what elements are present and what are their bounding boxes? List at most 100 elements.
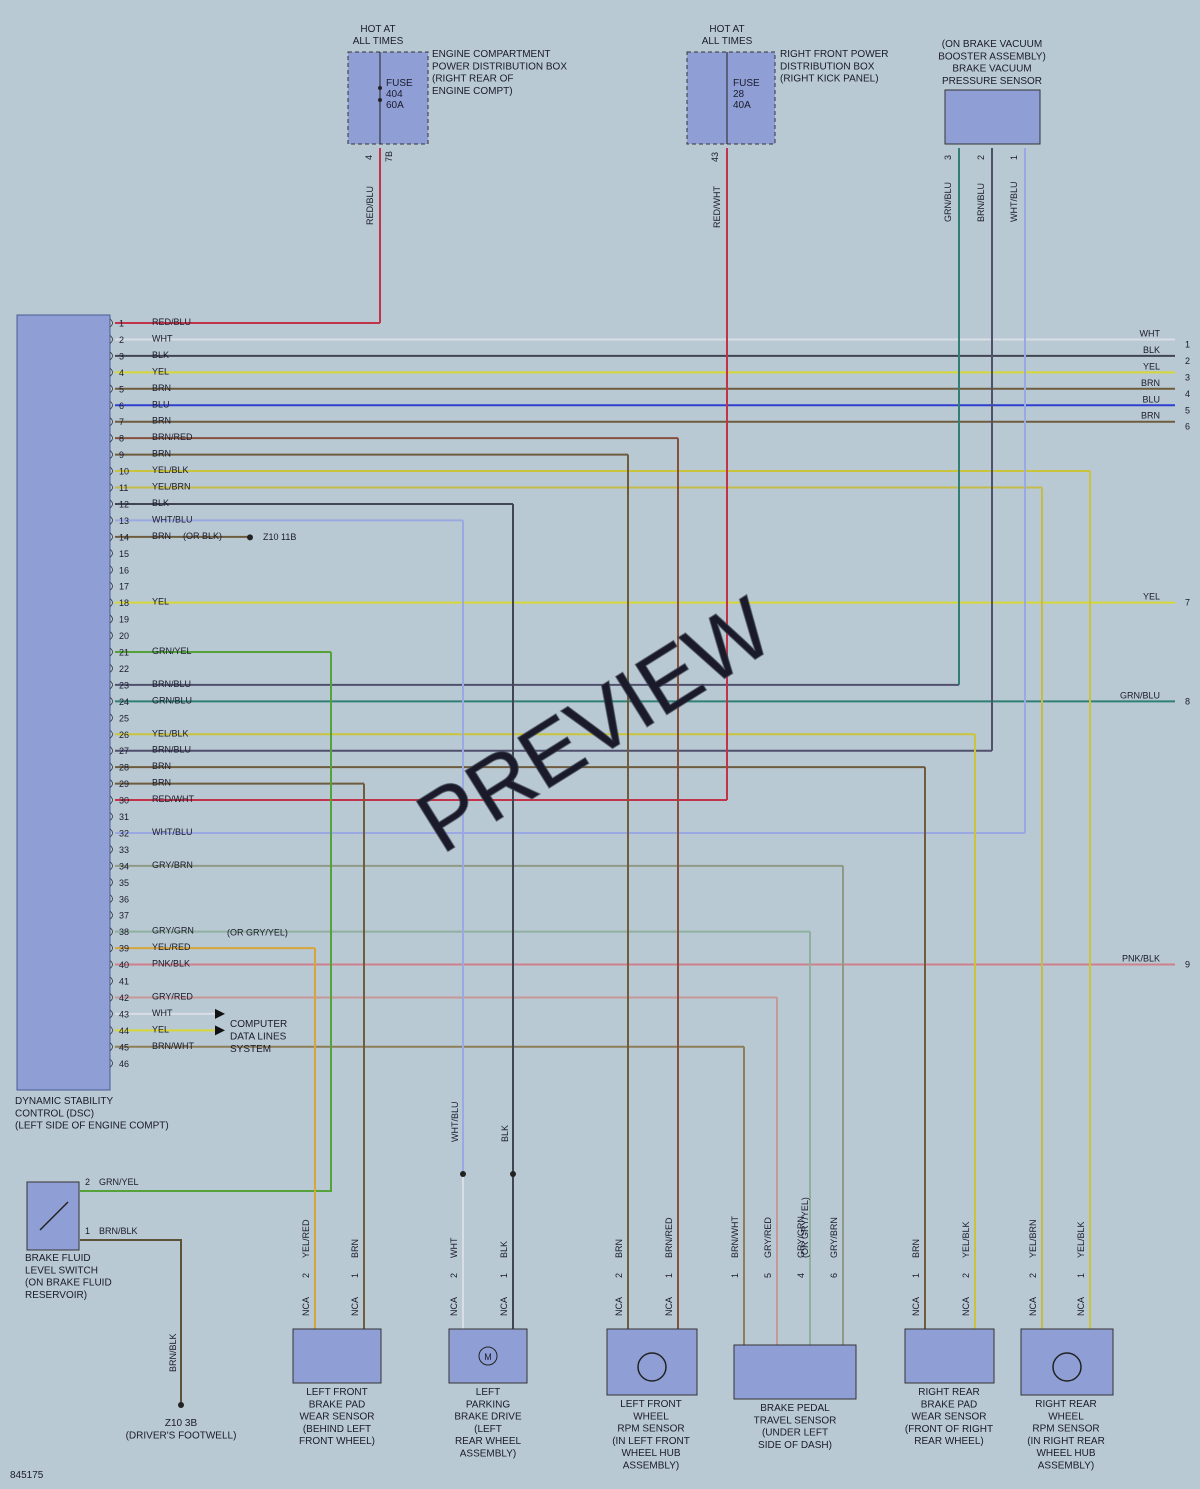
rr-pad-label-line: REAR WHEEL): [914, 1436, 983, 1447]
lf-rpm-pin: 2: [614, 1273, 624, 1278]
lf-pad-label-line: WEAR SENSOR: [299, 1412, 374, 1423]
dsc-pin-connector: [109, 762, 113, 772]
rr-pad-label-line: BRAKE PAD: [921, 1399, 978, 1410]
dsc-pin-wire-label: GRN/YEL: [152, 646, 192, 656]
dsc-pin-number: 10: [119, 467, 129, 477]
dsc-pin-number: 6: [119, 401, 124, 411]
dsc-pin-connector: [109, 943, 113, 953]
dsc-pin-connector: [109, 598, 113, 607]
bus-number: 3: [1185, 372, 1190, 382]
lr-parking-label-line: LEFT: [476, 1387, 500, 1398]
lf-pad-pin: 1: [350, 1273, 360, 1278]
dsc-pin-number: 9: [119, 450, 124, 460]
dsc-pin-connector: [109, 565, 113, 575]
motor-label: M: [484, 1352, 492, 1362]
dsc-pin-connector: [109, 713, 113, 723]
dsc-pin-number: 23: [119, 680, 129, 690]
dsc-pin-number: 30: [119, 796, 129, 806]
lf-pad-nca-label: NCA: [350, 1297, 360, 1316]
dsc-pin-number: 27: [119, 746, 129, 756]
dsc-pin-number: 31: [119, 812, 129, 822]
lr-parking-label-line: REAR WHEEL: [455, 1436, 522, 1447]
fuse1-desc-label-line: ENGINE COMPT): [432, 86, 513, 97]
brake-fluid-switch-label-line: BRAKE FLUID: [25, 1253, 91, 1264]
dsc-pin-number: 15: [119, 549, 129, 559]
rr-rpm-label-line: ASSEMBLY): [1038, 1461, 1095, 1472]
rr-pad-nca-label: NCA: [911, 1297, 921, 1316]
pedal-pin: 1: [730, 1273, 740, 1278]
dsc-pin-wire-label: RED/WHT: [152, 794, 194, 804]
dsc-pin-wire-label: BRN: [152, 761, 171, 771]
dsc-pin-connector: [109, 746, 113, 756]
pedal-pin: 4: [796, 1273, 806, 1278]
brake-fluid-switch-label-line: LEVEL SWITCH: [25, 1265, 98, 1276]
brake-fluid-wire-2: [80, 652, 332, 1192]
fuse1-label-line: 404: [386, 89, 403, 100]
bus-number: 5: [1185, 405, 1190, 415]
computer-data-lines-label-line: COMPUTER: [230, 1019, 287, 1030]
fuse2-desc-label-line: (RIGHT KICK PANEL): [780, 74, 879, 85]
dsc-pin-number: 2: [119, 335, 124, 345]
pedal-label-line: (UNDER LEFT: [762, 1428, 828, 1439]
lf-rpm-pin: 1: [664, 1273, 674, 1278]
lf-rpm-wire-label: BRN: [614, 1239, 624, 1258]
dsc-pin-connector: [109, 499, 113, 509]
dsc-pin-number: 41: [119, 977, 129, 987]
pedal-pin: 5: [763, 1273, 773, 1278]
lr-parking-pin: 1: [499, 1273, 509, 1278]
fuse1-desc-label-line: POWER DISTRIBUTION BOX: [432, 61, 567, 72]
dsc-pin-wire-label: GRY/GRN: [152, 926, 194, 936]
lr-parking-wire-label: WHT: [449, 1237, 459, 1258]
pressure-sensor-wire-label: BRN/BLU: [976, 183, 986, 222]
dsc-pin-number: 17: [119, 582, 129, 592]
bus-wire-label: BLK: [1143, 345, 1160, 355]
pin14-alt-label: (OR BLK): [183, 531, 222, 541]
pressure-sensor-box: [944, 89, 1041, 145]
pedal-wire-label: BRN/WHT: [730, 1216, 740, 1258]
dsc-pin-number: 3: [119, 351, 124, 361]
lr-parking-pin: 2: [449, 1273, 459, 1278]
pressure-sensor-label-line: (ON BRAKE VACUUM: [942, 39, 1042, 50]
fuse2-label-line: 40A: [733, 100, 751, 111]
dsc-pin-connector: [109, 795, 113, 805]
dsc-pin-wire-label: BRN: [152, 778, 171, 788]
dsc-pin-number: 24: [119, 697, 129, 707]
arrow-icon: [215, 1025, 225, 1036]
bus-number: 8: [1185, 696, 1190, 706]
pressure-sensor-pin: 3: [943, 155, 953, 160]
brake-fluid-switch-label-line: (ON BRAKE FLUID: [25, 1278, 112, 1289]
fuse1-hot-label-line: HOT AT: [360, 24, 395, 35]
lf-pad-pin: 2: [301, 1273, 311, 1278]
dsc-pin-wire-label: YEL/RED: [152, 942, 191, 952]
fuse1-desc-label-line: ENGINE COMPARTMENT: [432, 49, 551, 60]
pedal-alt-label: (OR GRY/YEL): [800, 1197, 810, 1258]
fuse-icon: [378, 86, 382, 90]
motor-icon: [478, 1346, 498, 1366]
lf-rpm-label-line: (IN LEFT FRONT: [612, 1436, 690, 1447]
lr-parking-label-line: (LEFT: [474, 1424, 502, 1435]
dsc-pin-wire-label: BRN/BLU: [152, 679, 191, 689]
arrow-icon: [215, 1008, 225, 1019]
lf-rpm-label-line: ASSEMBLY): [623, 1461, 680, 1472]
bus-wire-label: BLU: [1142, 394, 1160, 404]
bus-wire-label: GRN/BLU: [1120, 690, 1160, 700]
fuse1-desc-label-line: (RIGHT REAR OF: [432, 74, 513, 85]
rr-pad-wire-label: YEL/BLK: [961, 1221, 971, 1258]
dsc-pin-connector: [109, 960, 113, 969]
dsc-pin-number: 5: [119, 384, 124, 394]
dsc-pin-wire-label: YEL/BLK: [152, 465, 189, 475]
dsc-pin-number: 13: [119, 516, 129, 526]
dsc-pin-connector: [109, 845, 113, 854]
rr-rpm-label-line: (IN RIGHT REAR: [1027, 1436, 1105, 1447]
dsc-pin-number: 35: [119, 878, 129, 888]
dsc-pin-connector: [109, 384, 113, 394]
dsc-pin-number: 21: [119, 648, 129, 658]
brake-fluid-wire2-label: GRN/YEL: [99, 1177, 139, 1187]
dsc-pin-number: 22: [119, 664, 129, 674]
rr-rpm-nca-label: NCA: [1028, 1297, 1038, 1316]
lf-pad-label-line: (BEHIND LEFT: [303, 1424, 371, 1435]
dsc-pin-number: 39: [119, 944, 129, 954]
dsc-pin-wire-label: BRN/WHT: [152, 1041, 194, 1051]
pedal-pin: 6: [829, 1273, 839, 1278]
